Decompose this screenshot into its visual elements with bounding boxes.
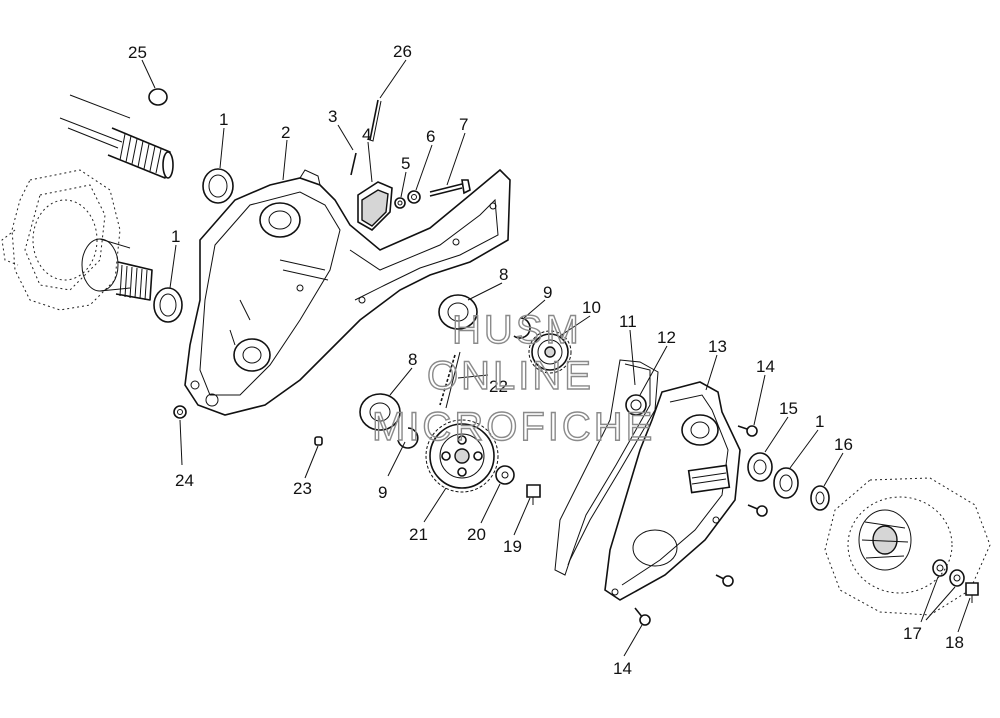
part-12-seal[interactable] bbox=[625, 394, 647, 416]
callout-25: 25 bbox=[128, 43, 147, 62]
callout-21: 21 bbox=[409, 525, 428, 544]
part-17-washer-b[interactable] bbox=[949, 569, 965, 587]
part-8-bearing-upper[interactable] bbox=[438, 294, 478, 330]
part-23-dowel[interactable] bbox=[314, 436, 323, 446]
watermark-line-3: MICROFICHE bbox=[372, 405, 655, 449]
callout-5: 5 bbox=[401, 154, 410, 173]
part-1-seal-lower[interactable] bbox=[153, 287, 183, 323]
part-11-gasket[interactable] bbox=[554, 359, 659, 576]
part-15-bearing[interactable] bbox=[747, 452, 773, 482]
part-26-pin[interactable] bbox=[366, 99, 382, 142]
callout-12: 12 bbox=[657, 328, 676, 347]
part-17-washer-a[interactable] bbox=[932, 559, 948, 577]
callout-22: 22 bbox=[489, 377, 508, 396]
part-14-bolt-bottom-right[interactable] bbox=[715, 574, 734, 587]
watermark-line-1: HUSM bbox=[452, 308, 582, 352]
callout-8: 8 bbox=[499, 265, 508, 284]
callout-8: 8 bbox=[408, 350, 417, 369]
callout-11: 11 bbox=[619, 312, 637, 331]
part-18-bolt[interactable] bbox=[965, 582, 979, 603]
callout-3: 3 bbox=[328, 107, 337, 126]
callout-15: 15 bbox=[779, 399, 798, 418]
part-6-nut[interactable] bbox=[407, 190, 421, 204]
watermark-line-2: ONLINE bbox=[427, 354, 594, 398]
callout-16: 16 bbox=[834, 435, 853, 454]
callout-14: 14 bbox=[756, 357, 775, 376]
part-7-bolt[interactable] bbox=[429, 179, 471, 197]
part-25-o-ring[interactable] bbox=[148, 88, 168, 106]
callout-7: 7 bbox=[459, 115, 468, 134]
part-16-bushing[interactable] bbox=[810, 485, 830, 511]
part-14-bolt-upper[interactable] bbox=[737, 425, 758, 437]
leader-lines bbox=[141, 59, 971, 657]
callout-1: 1 bbox=[815, 412, 824, 431]
part-1-seal-upper[interactable] bbox=[202, 168, 234, 204]
part-3-spring-pin[interactable] bbox=[350, 152, 357, 176]
part-5-washer[interactable] bbox=[394, 197, 406, 209]
part-4-tensioner-block[interactable] bbox=[357, 181, 393, 231]
callout-1: 1 bbox=[171, 227, 180, 246]
callout-26: 26 bbox=[393, 42, 412, 61]
callout-23: 23 bbox=[293, 479, 312, 498]
callout-9: 9 bbox=[543, 283, 552, 302]
callout-2: 2 bbox=[281, 123, 290, 142]
part-8-bearing-lower[interactable] bbox=[359, 393, 401, 431]
watermark: HUSM ONLINE MICROFICHE bbox=[371, 307, 655, 449]
part-1-seal-right[interactable] bbox=[773, 467, 799, 499]
callout-9: 9 bbox=[378, 483, 387, 502]
part-14-bolt-bottom[interactable] bbox=[634, 607, 651, 626]
part-9-circlip-upper[interactable] bbox=[513, 317, 531, 339]
callout-4: 4 bbox=[362, 125, 371, 144]
callout-17: 17 bbox=[903, 624, 922, 643]
callout-13: 13 bbox=[708, 337, 727, 356]
part-24-plug[interactable] bbox=[173, 405, 187, 419]
drive-shaft-upper bbox=[59, 94, 174, 179]
part-10-upper-sprocket[interactable] bbox=[528, 330, 572, 374]
part-9-circlip-lower[interactable] bbox=[397, 427, 419, 449]
engine-ghost-outline bbox=[1, 169, 131, 311]
part-20-washer[interactable] bbox=[495, 465, 515, 485]
callout-18: 18 bbox=[945, 633, 964, 652]
part-22-chain[interactable] bbox=[439, 351, 461, 409]
callout-10: 10 bbox=[582, 298, 601, 317]
callout-1: 1 bbox=[219, 110, 228, 129]
part-14-bolt-side[interactable] bbox=[747, 504, 768, 517]
callout-14: 14 bbox=[613, 659, 632, 678]
callout-6: 6 bbox=[426, 127, 435, 146]
part-13-chaincase-cover[interactable] bbox=[604, 381, 741, 601]
callout-20: 20 bbox=[467, 525, 486, 544]
callout-19: 19 bbox=[503, 537, 522, 556]
input-shaft-lower bbox=[115, 261, 153, 301]
part-19-bolt[interactable] bbox=[526, 484, 541, 505]
part-2-chaincase-housing[interactable] bbox=[184, 168, 511, 416]
callout-labels: 25 26 1 2 3 4 5 6 7 1 8 9 10 11 12 13 14… bbox=[128, 42, 964, 678]
callout-24: 24 bbox=[175, 471, 194, 490]
part-21-lower-sprocket[interactable] bbox=[425, 419, 499, 493]
